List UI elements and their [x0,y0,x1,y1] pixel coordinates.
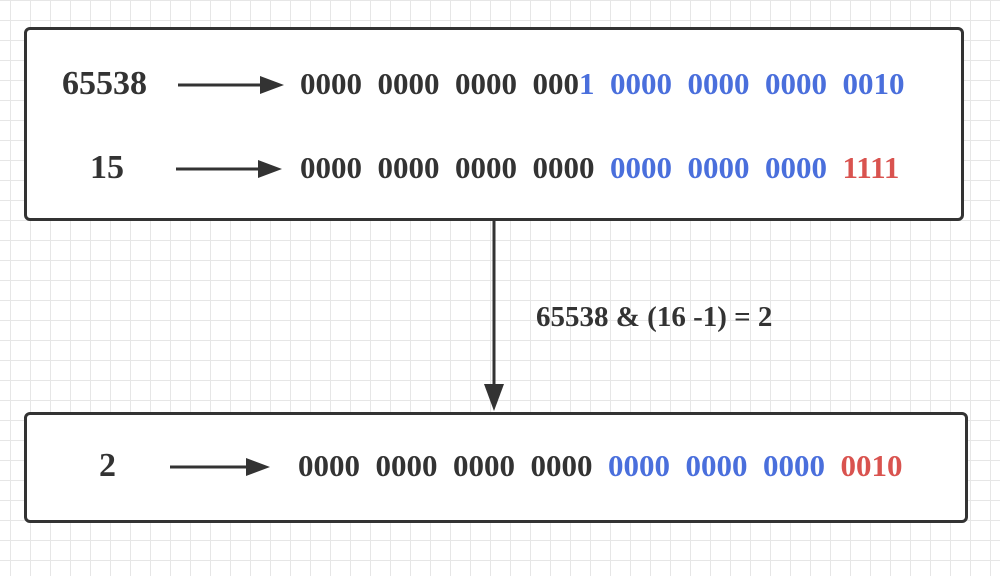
operation-label: 65538 & (16 -1) = 2 [536,301,773,333]
input-values-box [24,27,964,221]
row1-label: 65538 [62,65,147,102]
row3-binary: 0000 0000 0000 0000 0000 0000 0000 0010 [298,446,903,486]
row3-seg0: 0000 0000 0000 0000 [298,448,608,483]
row1-binary: 0000 0000 0000 0001 0000 0000 0000 0010 [300,64,905,104]
row2-binary: 0000 0000 0000 0000 0000 0000 0000 1111 [300,148,899,188]
row2-seg0: 0000 0000 0000 0000 [300,150,610,185]
row2-label: 15 [90,149,124,186]
row2-seg1: 0000 0000 0000 [610,150,843,185]
row3-label: 2 [99,447,116,484]
row1-seg0: 0000 0000 0000 000 [300,66,579,101]
connector-arrow-head [484,384,504,411]
row2-seg2: 1111 [842,150,900,185]
row3-seg1: 0000 0000 0000 [608,448,841,483]
arrow-row1-head [260,76,284,94]
arrow-row3-head [246,458,270,476]
row1-seg1: 1 0000 0000 0000 0010 [579,66,905,101]
arrow-row2-head [258,160,282,178]
row3-seg2: 0010 [840,448,903,483]
